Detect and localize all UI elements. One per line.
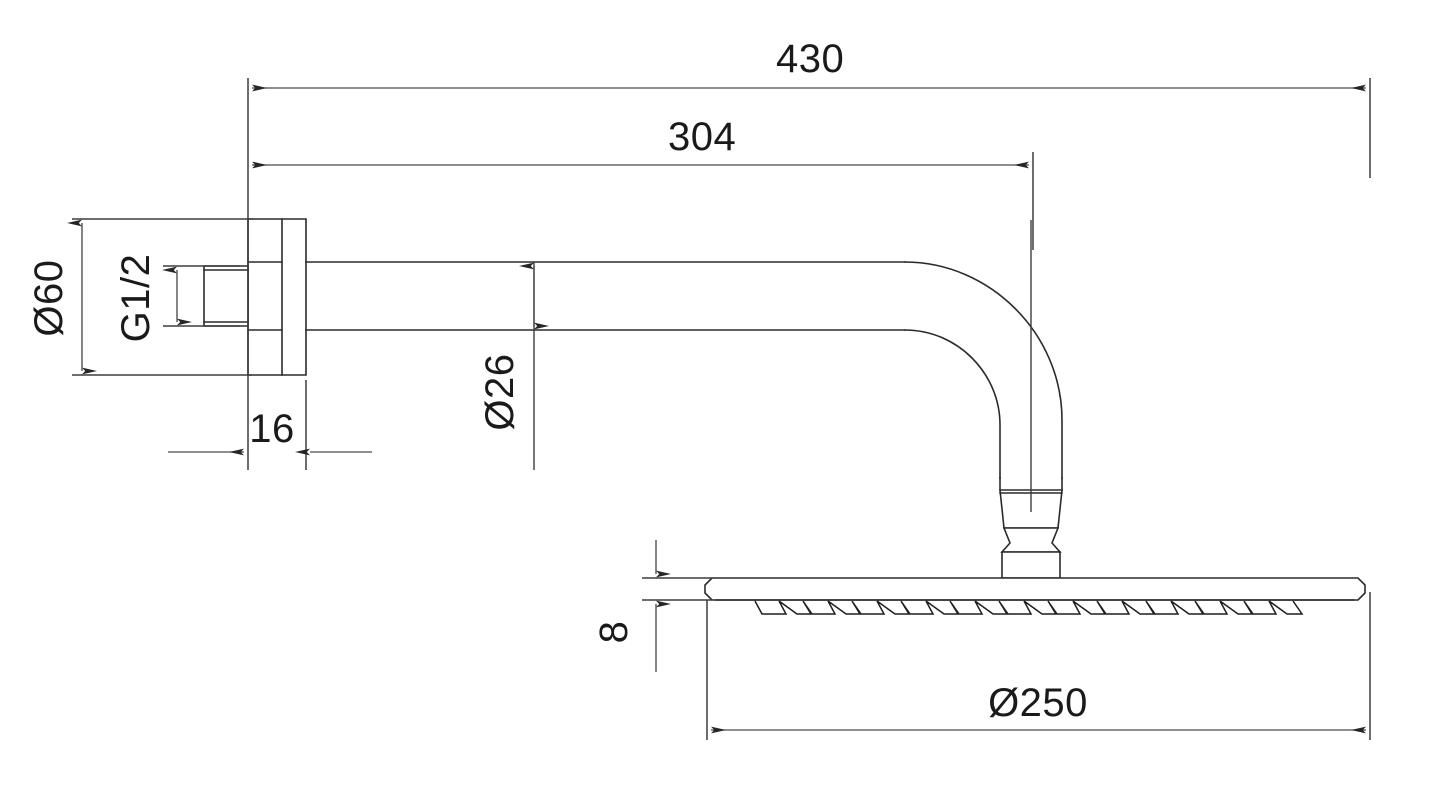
dim-text-arm-reach: 304 xyxy=(668,115,736,159)
wall-flange-plate xyxy=(247,218,307,376)
dim-text-thread-size: G1/2 xyxy=(114,254,158,343)
elbow-inner-curve xyxy=(904,329,1001,479)
shower-head-plate xyxy=(704,577,1366,601)
swivel-joint-nut xyxy=(1000,527,1062,553)
part-geometry-group xyxy=(203,218,1366,615)
dimension-text-group: 430 304 Ø60 G1/2 16 Ø26 8 Ø250 xyxy=(27,37,1088,725)
dim-text-arm-diameter: Ø26 xyxy=(478,353,522,430)
dim-text-head-thickness: 8 xyxy=(592,621,636,644)
dimension-lines-group xyxy=(67,84,1366,734)
nozzle-spray-face-texture xyxy=(754,600,1304,615)
dim-text-overall-reach: 430 xyxy=(776,37,844,81)
elbow-outer-curve xyxy=(904,261,1063,479)
dim-text-flange-diameter: Ø60 xyxy=(27,259,71,336)
dim-text-head-diameter: Ø250 xyxy=(988,681,1088,725)
inlet-thread-nipple xyxy=(203,265,249,327)
dim-text-flange-depth: 16 xyxy=(249,407,295,451)
head-mount-block xyxy=(1001,551,1061,579)
